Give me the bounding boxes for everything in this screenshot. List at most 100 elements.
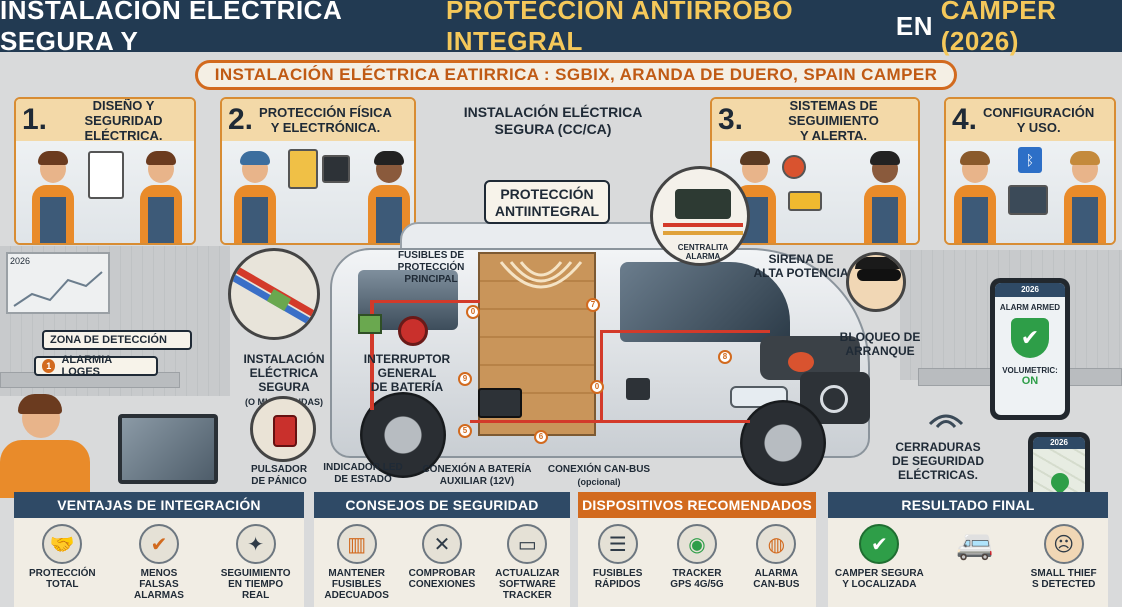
technician-figure [138,149,184,243]
interruptor-l2: GENERAL [377,366,437,380]
phone-alarm-app: 2026 ALARM ARMED ✔ VOLUMETRIC: ON [990,278,1070,420]
alarmia-label: ALARMIA LOGES [61,354,112,378]
wiring-zoom [228,248,320,340]
brand-logo-icon [820,385,848,413]
center-heading: INSTALACIÓN ELÉCTRICA SEGURA (CC/CA) [448,104,658,138]
result-item: 🚐 [937,524,1013,590]
center-heading-l2: SEGURA (CC/CA) [494,121,612,137]
marker-badge: 5 [458,424,472,438]
bloqueo-l1: BLOQUEO DE [839,330,921,344]
bloqueo-l2: ARRANQUE [845,344,915,358]
front-wheel [740,400,826,486]
step-scene-4: ᛒ [946,141,1114,243]
van-icon: 🚐 [956,527,994,561]
indicador-l1: INDICADOR LED [323,462,403,473]
technician-figure [30,149,76,243]
marker-badge: 8 [718,350,732,364]
phone-screen: 2026 ALARM ARMED ✔ VOLUMETRIC: ON [995,283,1065,415]
fuse-box-icon: ☰ [597,524,638,564]
technician-figure [952,149,998,243]
wifi-signal-icon [928,414,964,429]
step-title-4-l2: Y USO. [1016,120,1061,135]
instal-l1: INSTALACIÓN [243,352,325,366]
result-text [937,568,1013,579]
wall-chart-graph-icon [13,271,103,307]
page-title: INSTALACIÓN ELÉCTRICA SEGURA Y PROTECCIÓ… [0,0,1122,56]
title-part-white: INSTALACIÓN ELÉCTRICA SEGURA Y [0,0,342,56]
tools-icon: ✕ [421,524,462,564]
operator-figure [0,394,96,498]
fusibles-l3: PRINCIPAL [404,274,458,285]
zona-deteccion-tag: ZONA DE DETECCIÓN [42,330,192,350]
tablet-icon: ▭ [507,524,548,564]
step-scene-2 [222,141,414,243]
step-title-2-l2: Y ELECTRÓNICA. [270,120,381,135]
canbus-label: CONEXIÓN CAN-BUS (opcional) [540,464,658,489]
canbus-l2: (opcional) [577,477,621,487]
step-scene-1 [16,141,194,243]
fusibles-l2: PROTECCIÓN [397,262,465,273]
step-title-2-l1: PROTECCIÓN FÍSICA [259,105,392,120]
conexion-bateria-label: CONEXIÓN A BATERÍA AUXILIAR (12V) [412,464,542,488]
bloqueo-label: BLOQUEO DE ARRANQUE [838,330,922,358]
pulsador-label: PULSADOR DE PÁNICO [236,464,322,488]
marker-badge: 9 [458,372,472,386]
section-consejos-title: CONSEJOS DE SEGURIDAD [314,492,570,518]
center-heading-l1: INSTALACIÓN ELÉCTRICA [463,104,643,120]
sirena-l1: SIRENA DE [768,252,834,266]
centralita-label: CENTRALITA ALARMA [659,243,747,261]
detection-waves-icon [499,261,583,289]
cerraduras-l2: DE SEGURIDAD [891,454,984,468]
gps-tracker-icon: ◉ [676,524,717,564]
shield-check-icon: ✔ [138,524,179,564]
marker-badge: 0 [590,380,604,394]
bluetooth-icon: ᛒ [1018,147,1042,173]
step-number-2: 2. [228,103,254,136]
satellite-icon: ✦ [235,524,276,564]
marker-badge: 0 [466,305,480,319]
phone-map-year: 2026 [1033,437,1085,449]
map-pin-icon [1047,469,1073,495]
thief-zoom [846,252,906,312]
step-title-1-l2: ELÉCTRICA. [84,127,163,143]
title-part-yellow: PROTECCIÓN ANTIRROBO INTEGRAL [446,0,794,56]
conexion-bat-l2: AUXILIAR (12V) [439,476,515,487]
volumetric-value: ON [1021,375,1039,387]
pulsador-l2: DE PÁNICO [251,476,307,487]
step-number-1: 1. [22,103,48,136]
cerraduras-l1: CERRADURAS [895,440,981,454]
rear-wheel [360,392,446,478]
marker-badge: 7 [586,298,600,312]
panic-button-icon [273,415,297,447]
multimeter-icon [288,149,318,189]
alarmia-number-badge: 1 [42,359,56,373]
interruptor-label: INTERRUPTOR GENERAL DE BATERÍA [360,352,454,394]
proteccion-l2: ANTIINTEGRAL [494,203,600,219]
alarm-device-icon: ◍ [756,524,797,564]
step-number-4: 4. [952,103,978,136]
subtitle-banner: INSTALACIÓN ELÉCTRICA EATIRRICA : SGBIX,… [195,60,957,90]
van-windshield [620,262,790,342]
thief-icon: ☹ [1043,524,1084,564]
wall-chart-year: 2026 [10,256,31,266]
step-number-3: 3. [718,103,744,136]
